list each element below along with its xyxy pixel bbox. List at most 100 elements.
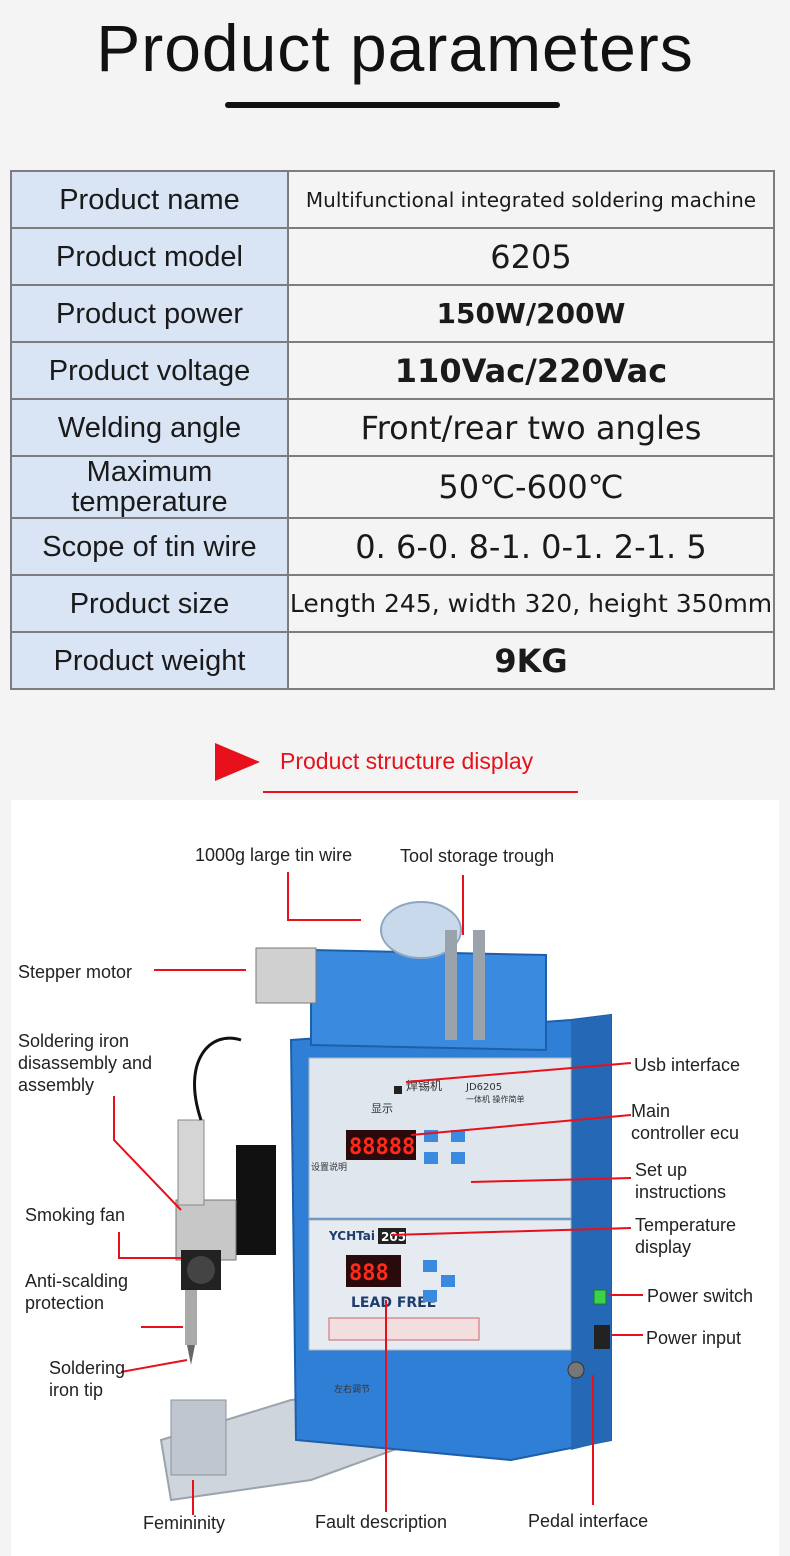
param-label: Product voltage [10, 341, 289, 400]
callout-usb: Usb interface [634, 1055, 741, 1075]
panel-setup-text: 设置说明 [311, 1161, 347, 1173]
param-value: 50℃-600℃ [287, 455, 775, 519]
callout-pedal: Pedal interface [528, 1511, 649, 1531]
temp-display-bg [346, 1255, 401, 1287]
tool-bracket [310, 948, 547, 1052]
param-label: Product size [10, 574, 289, 633]
temp-display: 888 [349, 1261, 389, 1286]
arrow-right-icon [215, 743, 260, 781]
param-value: 9KG [287, 631, 775, 690]
param-label: Scope of tin wire [10, 517, 289, 576]
section-underline [263, 791, 578, 793]
param-value: 0. 6-0. 8-1. 0-1. 2-1. 5 [287, 517, 775, 576]
temp-badge-bg [378, 1228, 406, 1244]
table-row: Product weight 9KG [10, 631, 775, 690]
panel-model: JD6205 [465, 1082, 502, 1093]
table-row: Product model 6205 [10, 227, 775, 286]
callout-stepper-motor: Stepper motor [18, 962, 133, 982]
temp-button[interactable] [423, 1260, 437, 1272]
title-underline [225, 102, 560, 108]
temp-button[interactable] [423, 1290, 437, 1302]
table-row: Product name Multifunctional integrated … [10, 170, 775, 229]
callout-fault: Fault description [315, 1512, 448, 1532]
callout-iron-tip: Soldering iron tip [49, 1357, 125, 1401]
param-label: Welding angle [10, 398, 289, 457]
usb-port[interactable] [394, 1086, 402, 1094]
callout-temp-display-line: display [635, 1237, 692, 1257]
callout-iron-assembly-line: assembly [18, 1075, 95, 1095]
param-value: 150W/200W [287, 284, 775, 343]
callout-tin-wire: 1000g large tin wire [195, 845, 353, 865]
tool-rod [445, 930, 457, 1040]
param-label: Maximum temperature [10, 455, 289, 519]
panel-display-text: 显示 [371, 1102, 393, 1115]
callout-power-input: Power input [646, 1328, 742, 1348]
callout-setup-line: Set up [635, 1160, 688, 1180]
callout-ecu-line: controller ecu [631, 1123, 740, 1143]
table-row: Product size Length 245, width 320, heig… [10, 574, 775, 633]
callout-anti-scald: Anti-scalding protection [25, 1270, 128, 1314]
callout-setup: Set up instructions [635, 1159, 726, 1203]
callout-anti-scald-line: Anti-scalding [25, 1271, 129, 1291]
param-value: Multifunctional integrated soldering mac… [287, 170, 775, 229]
callout-temp-display-line: Temperature [635, 1215, 737, 1235]
param-label: Product weight [10, 631, 289, 690]
callout-iron-assembly-line: Soldering iron [18, 1031, 130, 1051]
param-value: Front/rear two angles [287, 398, 775, 457]
machine-illustration: 88888 焊锡机 JD6205 一体机 操作简单 显示 设置说明 YCHTai… [113, 872, 643, 1515]
callout-ecu-line: Main [631, 1101, 671, 1121]
section-title: Product structure display [280, 748, 534, 774]
panel-button[interactable] [424, 1152, 438, 1164]
callout-tool-trough: Tool storage trough [400, 846, 555, 866]
adjust-label: 左右调节 [334, 1383, 370, 1395]
parameters-table: Product name Multifunctional integrated … [10, 170, 775, 690]
panel-sub: 一体机 操作简单 [466, 1094, 525, 1104]
section-header: Product structure display [0, 740, 790, 800]
panel-brand: YCHTai [328, 1229, 375, 1243]
callout-smoking-fan: Smoking fan [25, 1205, 126, 1225]
foot-clamp [170, 1399, 227, 1476]
iron-tip [187, 1345, 195, 1365]
callout-ecu: Main controller ecu [631, 1100, 739, 1144]
power-input-socket [594, 1325, 610, 1349]
soldering-iron-handle [177, 1119, 205, 1206]
temp-badge: 205 [381, 1230, 406, 1244]
callout-iron-assembly-line: disassembly and [18, 1053, 153, 1073]
iron-cable [193, 1036, 242, 1121]
table-row: Scope of tin wire 0. 6-0. 8-1. 0-1. 2-1.… [10, 517, 775, 576]
param-value: 6205 [287, 227, 775, 286]
table-row: Product power 150W/200W [10, 284, 775, 343]
led-display-top: 88888 [349, 1135, 415, 1160]
callout-setup-line: instructions [635, 1182, 727, 1202]
panel-button[interactable] [451, 1152, 465, 1164]
callout-femininity: Femininity [143, 1513, 226, 1533]
machine-side [571, 1015, 611, 1450]
led-display-bg [346, 1130, 416, 1160]
callout-temp-display: Temperature display [635, 1214, 736, 1258]
lead-free-label: LEAD FREE [351, 1295, 436, 1311]
param-label: Product name [10, 170, 289, 229]
anti-scald-spring [185, 1290, 197, 1345]
table-row: Maximum temperature 50℃-600℃ [10, 455, 775, 519]
callout-power-switch: Power switch [647, 1286, 754, 1306]
page-title: Product parameters [96, 11, 694, 85]
callout-anti-scald-line: protection [25, 1293, 105, 1313]
tin-wire-spool [380, 901, 462, 959]
param-label: Product power [10, 284, 289, 343]
table-row: Welding angle Front/rear two angles [10, 398, 775, 457]
fault-label-plate [328, 1317, 480, 1341]
power-switch[interactable] [593, 1289, 607, 1305]
fan-blade [187, 1256, 215, 1284]
stepper-motor [255, 947, 317, 1004]
param-value: 110Vac/220Vac [287, 341, 775, 400]
param-label: Product model [10, 227, 289, 286]
callout-lines [113, 872, 643, 1515]
table-row: Product voltage 110Vac/220Vac [10, 341, 775, 400]
pedal-socket [567, 1361, 585, 1379]
panel-button[interactable] [451, 1130, 465, 1142]
tool-rod [473, 930, 485, 1040]
temp-button[interactable] [441, 1275, 455, 1287]
callout-iron-assembly: Soldering iron disassembly and assembly [18, 1030, 152, 1096]
callout-iron-tip-line: iron tip [49, 1380, 104, 1400]
iron-arm [236, 1145, 276, 1255]
